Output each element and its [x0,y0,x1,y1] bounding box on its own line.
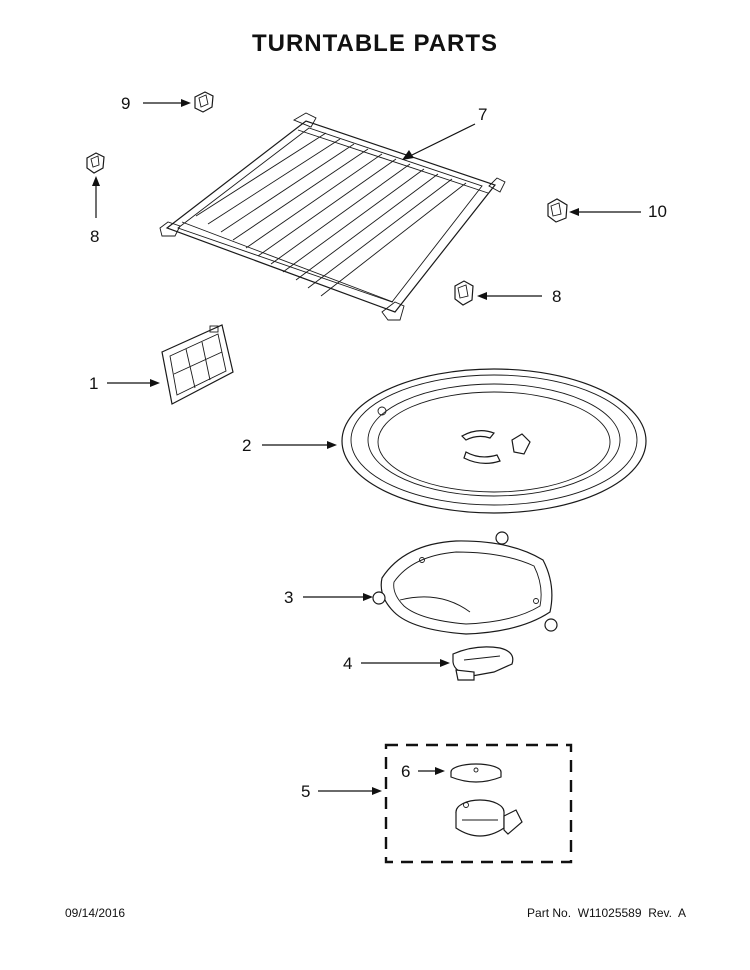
turntable-coupler [452,646,514,681]
callout-1: 1 [89,374,99,393]
callout-6: 6 [401,762,411,781]
rack-clip-8-right [454,280,474,306]
waveguide-cover [161,324,234,405]
callout-4: 4 [343,654,353,673]
callout-7: 7 [478,105,488,124]
callout-10: 10 [648,202,667,221]
wire-rack [159,112,506,321]
page-title: TURNTABLE PARTS [251,30,499,57]
rack-clip-9 [194,91,214,113]
motor-assembly-group-box [384,743,573,864]
motor-cap [450,763,502,783]
callout-9: 9 [121,94,131,113]
callout-3: 3 [284,588,294,607]
leader-lines [92,99,641,795]
callout-8-left: 8 [90,227,100,246]
turntable-motor [455,799,523,837]
rack-clip-10 [547,198,568,223]
callout-5: 5 [301,782,311,801]
rack-clip-8-left [86,152,105,174]
callout-2: 2 [242,436,252,455]
turntable-tray [341,368,647,514]
footer-date: 09/14/2016 [65,906,126,920]
footer-part-number: Part No. W11025589 Rev. A [527,906,686,920]
callout-8-right: 8 [552,287,562,306]
roller-ring [372,531,558,635]
